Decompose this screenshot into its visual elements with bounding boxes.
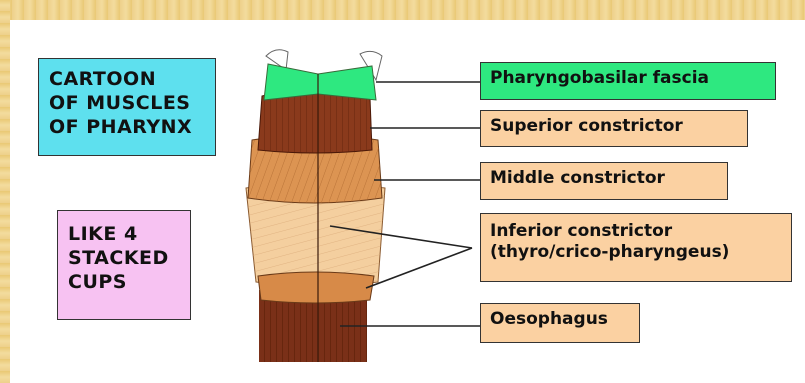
label-superior-constrictor: Superior constrictor [480, 110, 748, 147]
label-pharyngobasilar-fascia: Pharyngobasilar fascia [480, 62, 776, 100]
stacked-cups-note: LIKE 4 STACKED CUPS [57, 210, 191, 320]
inferior-leader-line-lower [366, 248, 472, 288]
label-middle-constrictor: Middle constrictor [480, 162, 728, 200]
label-inferior-constrictor: Inferior constrictor (thyro/crico-pharyn… [480, 213, 792, 282]
cartoon-note: CARTOON OF MUSCLES OF PHARYNX [38, 58, 216, 156]
pharyngobasilar-fascia [264, 50, 382, 100]
label-oesophagus: Oesophagus [480, 303, 640, 343]
